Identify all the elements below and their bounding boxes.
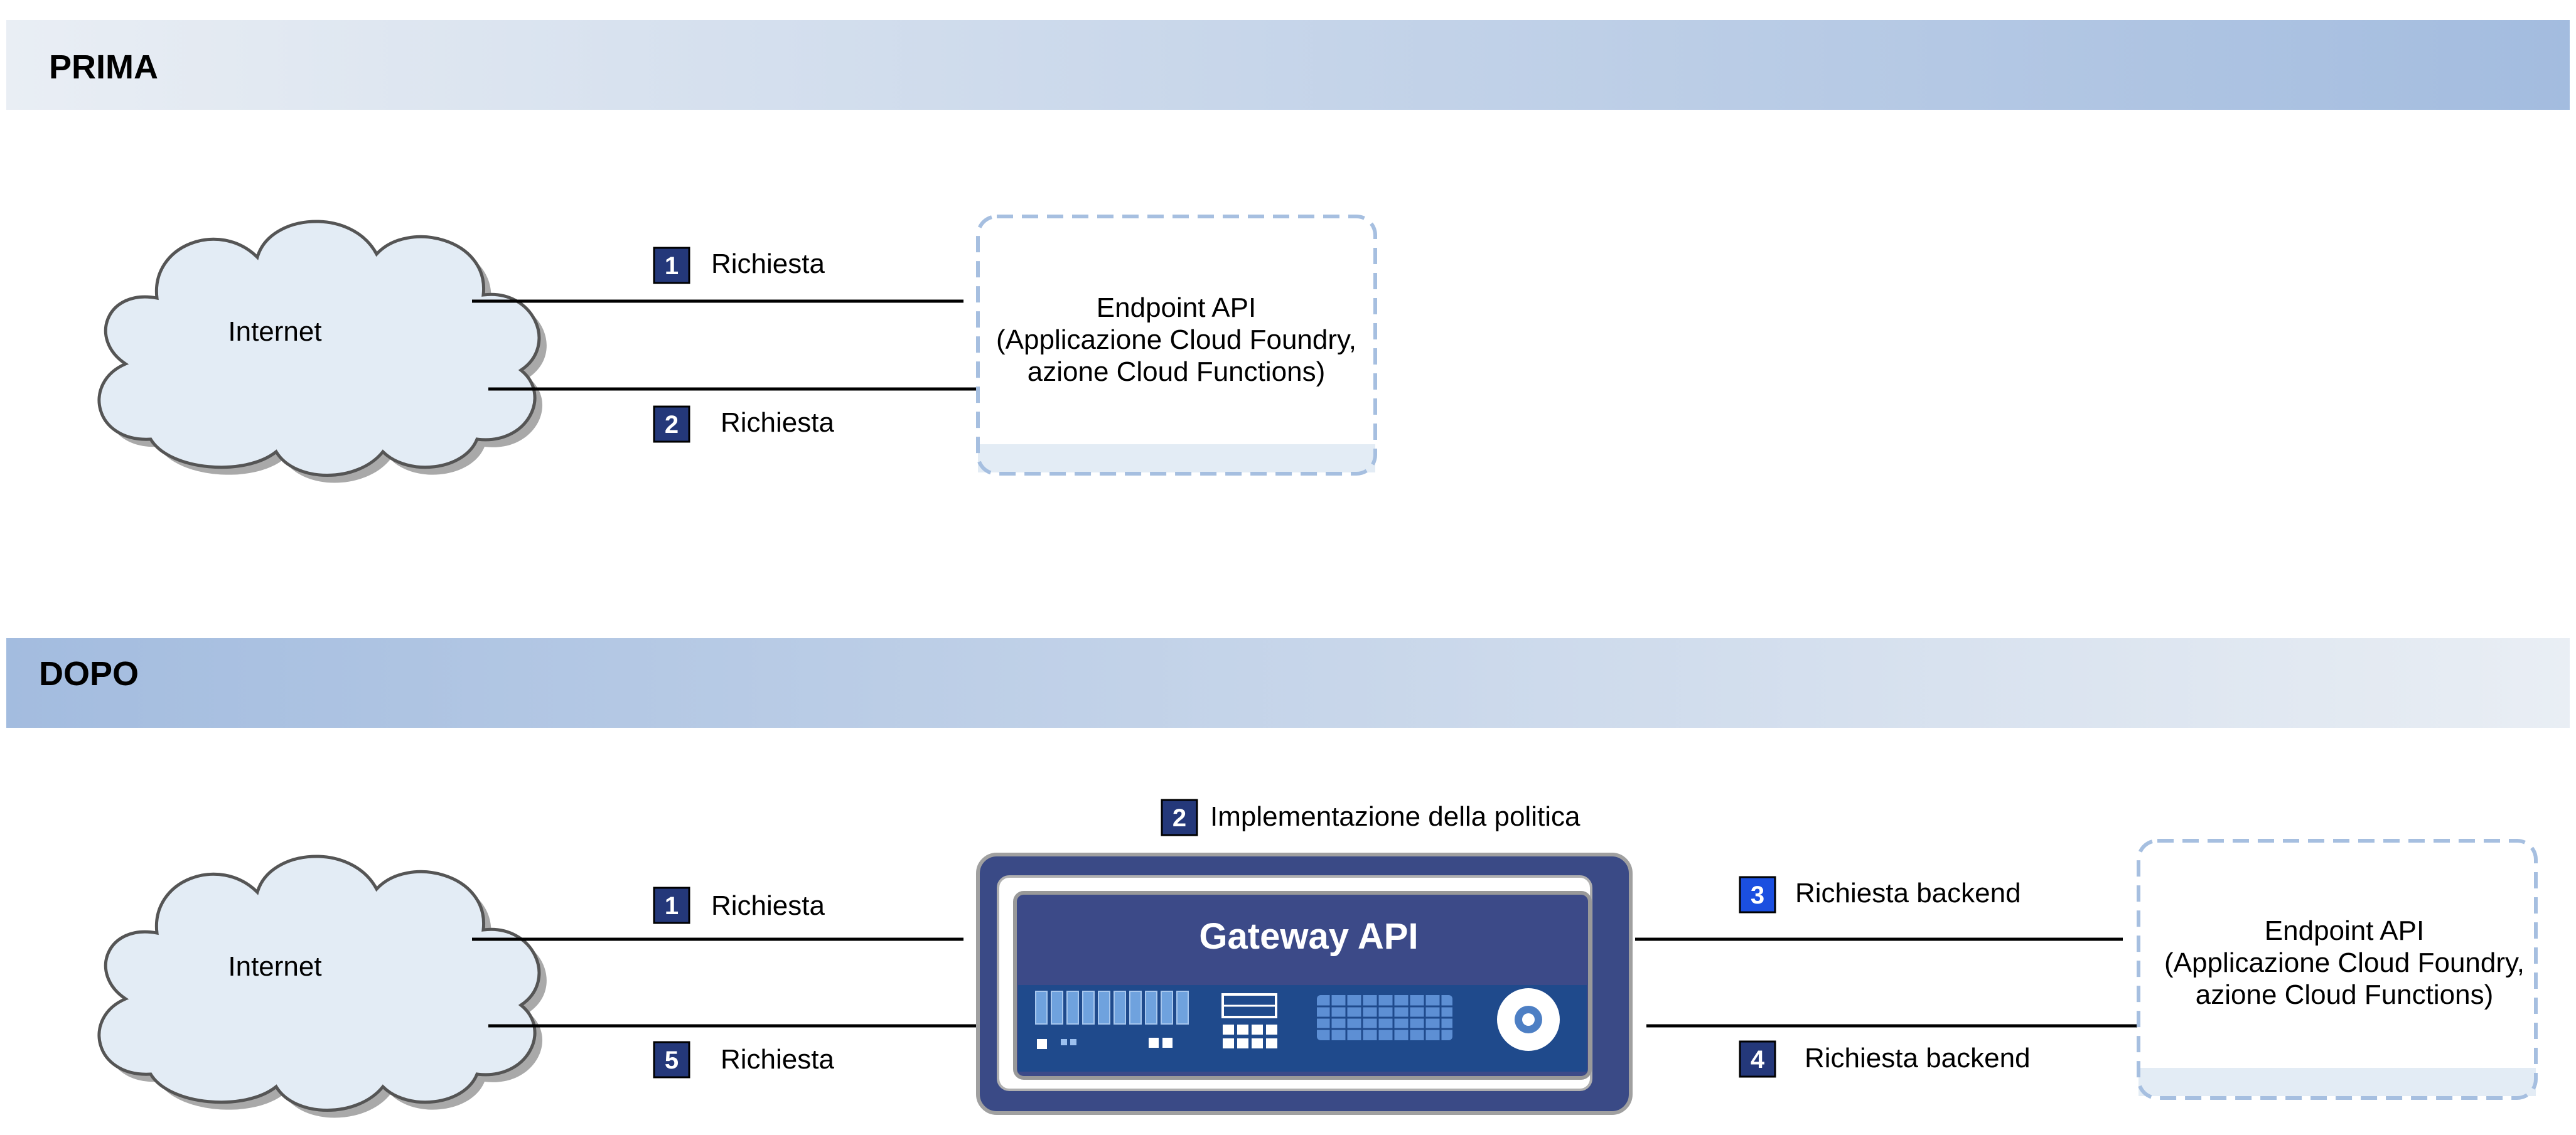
svg-text:1: 1 xyxy=(665,252,679,280)
dopo-backend-response-label: Richiesta backend xyxy=(1805,1043,2031,1074)
dopo-request-label: Richiesta xyxy=(711,890,825,921)
gateway-ports-icon xyxy=(1035,991,1189,1025)
dopo-section: DOPO Internet 1 Richiesta 5 Richiesta 2 … xyxy=(6,638,2570,1118)
prima-endpoint-line2: (Applicazione Cloud Foundry, xyxy=(996,324,1356,355)
svg-text:5: 5 xyxy=(665,1047,679,1074)
prima-section: PRIMA Internet 1 Richiesta 2 Richiesta E… xyxy=(6,20,2570,483)
gateway-leds-icon xyxy=(1037,1038,1173,1049)
dopo-backend-response-badge: 4 xyxy=(1739,1040,1776,1078)
dopo-backend-request-badge: 3 xyxy=(1739,876,1776,914)
dopo-request-badge: 1 xyxy=(653,887,690,924)
dopo-endpoint-line1: Endpoint API xyxy=(2265,915,2424,946)
svg-text:2: 2 xyxy=(1173,804,1186,832)
svg-text:2: 2 xyxy=(665,411,679,439)
prima-internet-label: Internet xyxy=(228,316,321,347)
dopo-response-label: Richiesta xyxy=(721,1044,834,1075)
prima-response-badge: 2 xyxy=(653,405,690,443)
gateway-disc-icon xyxy=(1497,988,1560,1051)
gateway-drive-bays-icon xyxy=(1221,993,1277,1048)
dopo-endpoint-line2: (Applicazione Cloud Foundry, xyxy=(2164,947,2525,978)
dopo-title: DOPO xyxy=(39,655,139,693)
prima-header-band xyxy=(6,20,2570,110)
prima-endpoint-line3: azione Cloud Functions) xyxy=(1028,356,1325,387)
svg-text:1: 1 xyxy=(665,892,679,920)
prima-response-label: Richiesta xyxy=(721,407,834,438)
dopo-policy-badge: 2 xyxy=(1161,799,1198,836)
dopo-endpoint-line3: azione Cloud Functions) xyxy=(2196,979,2493,1010)
dopo-policy-label: Implementazione della politica xyxy=(1210,801,1580,832)
gateway-vent-icon xyxy=(1317,995,1452,1040)
prima-title: PRIMA xyxy=(49,48,158,86)
gateway-appliance: Gateway API xyxy=(976,853,1633,1115)
prima-request-label: Richiesta xyxy=(711,248,825,279)
gateway-label: Gateway API xyxy=(1199,916,1418,957)
svg-text:3: 3 xyxy=(1751,882,1764,909)
dopo-response-badge: 5 xyxy=(653,1041,690,1079)
prima-request-badge: 1 xyxy=(653,247,690,284)
svg-text:4: 4 xyxy=(1751,1046,1765,1074)
prima-endpoint-box: Endpoint API (Applicazione Cloud Foundry… xyxy=(976,215,1377,476)
prima-endpoint-line1: Endpoint API xyxy=(1097,292,1256,323)
prima-internet-cloud: Internet xyxy=(99,221,547,483)
dopo-internet-label: Internet xyxy=(228,951,321,982)
dopo-header-band xyxy=(6,638,2570,728)
dopo-internet-cloud: Internet xyxy=(99,856,547,1118)
dopo-backend-request-label: Richiesta backend xyxy=(1795,878,2021,909)
dopo-endpoint-box: Endpoint API (Applicazione Cloud Foundry… xyxy=(2137,839,2538,1100)
